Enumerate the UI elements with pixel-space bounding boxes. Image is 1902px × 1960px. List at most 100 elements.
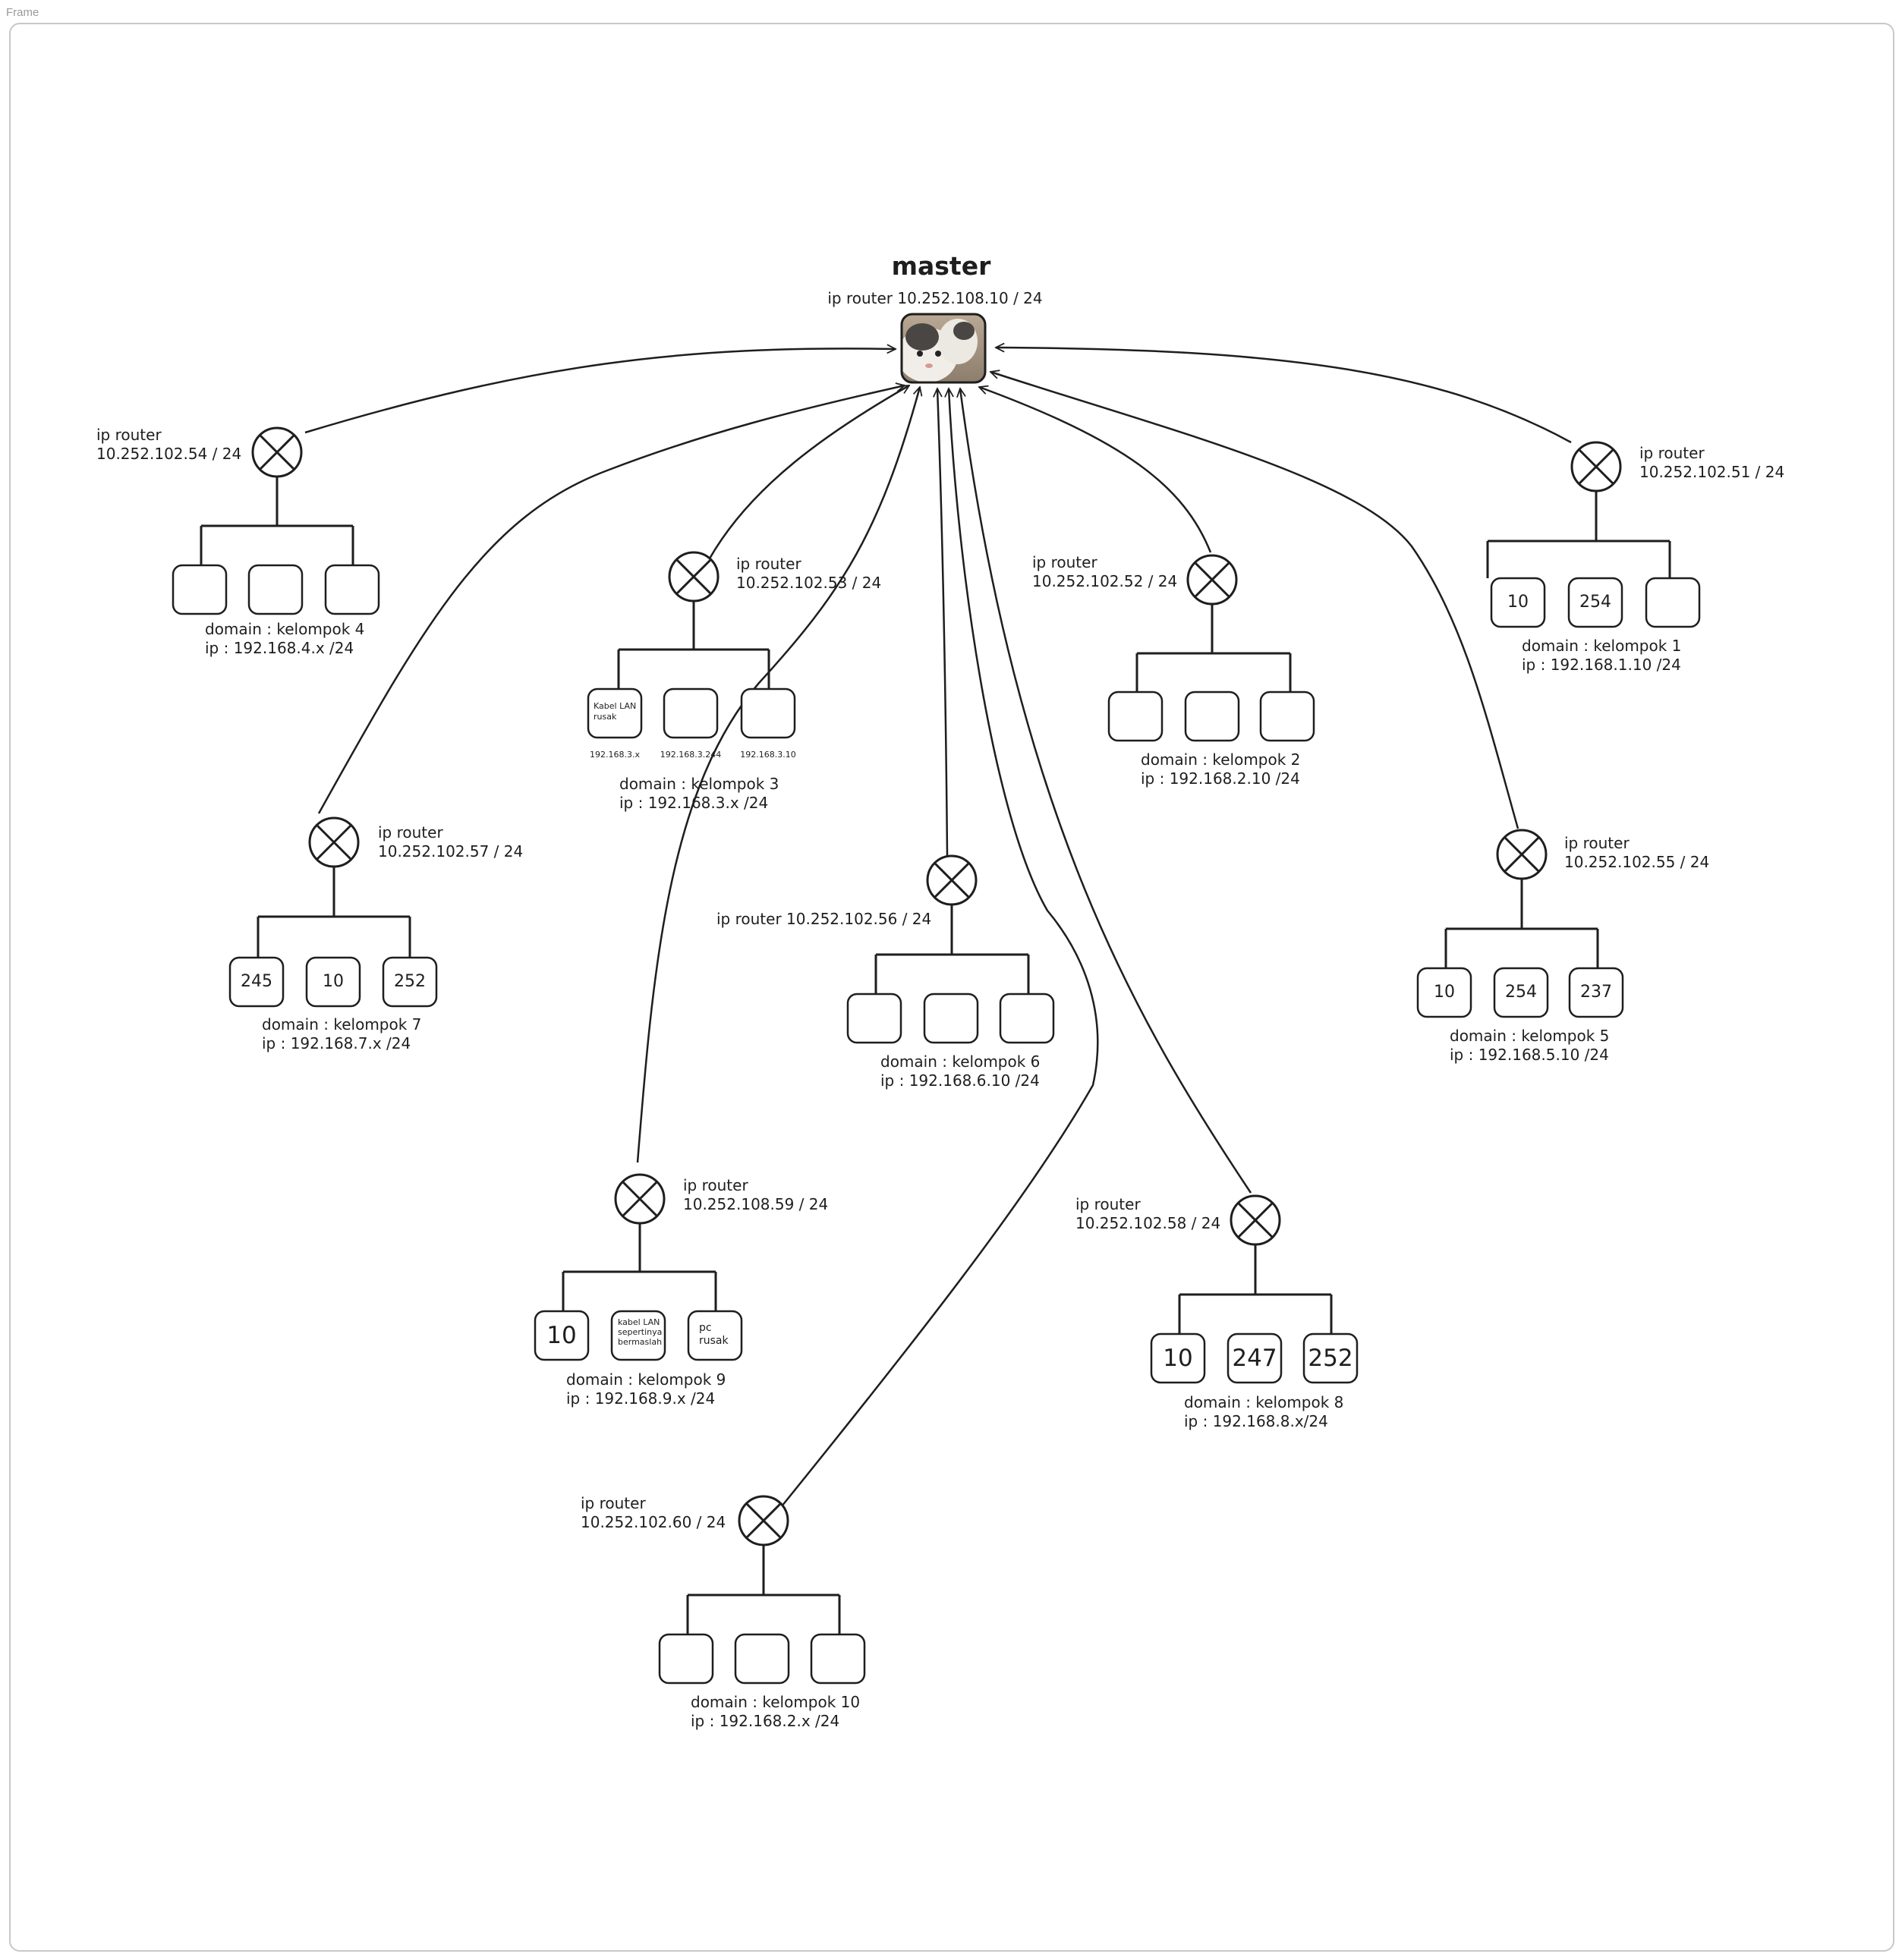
pc-icon bbox=[1302, 1332, 1359, 1384]
router-icon[interactable] bbox=[614, 1173, 666, 1225]
pc-label: 245 bbox=[241, 972, 272, 991]
router-icon[interactable] bbox=[738, 1495, 789, 1546]
pc-node[interactable]: 252 bbox=[1302, 1332, 1359, 1384]
pc-icon bbox=[610, 1310, 666, 1361]
router-label: ip router bbox=[378, 823, 443, 842]
pc-icon bbox=[247, 564, 304, 615]
pc-node[interactable] bbox=[846, 993, 902, 1044]
router-icon[interactable] bbox=[926, 854, 978, 906]
domain-label: domain : kelompok 10 bbox=[691, 1693, 860, 1711]
router-label: ip router bbox=[96, 426, 162, 444]
pc-node[interactable]: 247 bbox=[1227, 1332, 1283, 1384]
subnet-ip-label: ip : 192.168.6.10 /24 bbox=[880, 1071, 1040, 1090]
pc-node[interactable] bbox=[172, 564, 228, 615]
master-node[interactable]: master ip router 10.252.108.10 / 24 bbox=[827, 251, 1043, 384]
router-ip: 10.252.102.55 / 24 bbox=[1564, 853, 1709, 871]
domain-label: domain : kelompok 6 bbox=[880, 1052, 1040, 1071]
pc-node[interactable]: 10 bbox=[1490, 577, 1546, 628]
pc-node[interactable] bbox=[663, 687, 719, 739]
pc-label: 10 bbox=[1434, 983, 1455, 1002]
pc-node[interactable] bbox=[1107, 691, 1164, 742]
pc-note: rusak bbox=[699, 1335, 729, 1347]
pc-node[interactable]: 254 bbox=[1567, 577, 1623, 628]
router-icon[interactable] bbox=[1230, 1194, 1281, 1246]
pc-note: bermaslah bbox=[618, 1337, 662, 1347]
pc-label: 247 bbox=[1232, 1345, 1277, 1372]
pc-node[interactable] bbox=[587, 687, 643, 739]
pc-node[interactable] bbox=[734, 1633, 790, 1685]
pc-node[interactable] bbox=[1645, 577, 1701, 628]
router-ip: 10.252.102.54 / 24 bbox=[96, 445, 241, 463]
router-icon[interactable] bbox=[251, 426, 303, 478]
router-label: ip router bbox=[1639, 444, 1705, 462]
pc-label: 254 bbox=[1505, 983, 1537, 1002]
router-icon[interactable] bbox=[1186, 554, 1238, 606]
pc-icon bbox=[1184, 691, 1240, 742]
pc-icon bbox=[846, 993, 902, 1044]
pc-note: kabel LAN bbox=[618, 1317, 660, 1327]
pc-node[interactable] bbox=[247, 564, 304, 615]
domain-label: domain : kelompok 1 bbox=[1522, 637, 1681, 655]
subnet-kelompok-6: ip router 10.252.102.56 / 24 domain : kel… bbox=[716, 854, 1055, 1090]
router-ip: 10.252.102.52 / 24 bbox=[1032, 572, 1177, 590]
pc-label: 10 bbox=[1507, 593, 1529, 612]
pc-node[interactable] bbox=[1184, 691, 1240, 742]
pc-node[interactable] bbox=[687, 1310, 743, 1361]
router-icon[interactable] bbox=[308, 816, 360, 868]
pc-icon bbox=[228, 956, 285, 1008]
router-icon[interactable] bbox=[1496, 829, 1548, 880]
pc-node[interactable] bbox=[610, 1310, 666, 1361]
pc-node[interactable]: 245 bbox=[228, 956, 285, 1008]
pc-node[interactable] bbox=[324, 564, 380, 615]
router-ip: 10.252.108.59 / 24 bbox=[683, 1195, 828, 1213]
edges bbox=[304, 348, 1572, 1507]
pc-label: 252 bbox=[1308, 1345, 1352, 1372]
domain-label: domain : kelompok 4 bbox=[205, 620, 364, 638]
router-ip: 10.252.102.58 / 24 bbox=[1075, 1214, 1220, 1232]
pc-node[interactable] bbox=[658, 1633, 714, 1685]
pc-icon bbox=[1150, 1332, 1206, 1384]
pc-node[interactable]: 10 bbox=[1416, 967, 1472, 1018]
edge-g4-master bbox=[304, 348, 896, 434]
router-label: ip router bbox=[683, 1176, 748, 1194]
pc-label: 10 bbox=[323, 972, 344, 991]
pc-note: rusak bbox=[594, 712, 617, 722]
pc-node[interactable]: 10 bbox=[1150, 1332, 1206, 1384]
pc-node[interactable] bbox=[1259, 691, 1315, 742]
pc-icon bbox=[1568, 967, 1624, 1018]
router-icon[interactable] bbox=[1570, 441, 1622, 492]
domain-label: domain : kelompok 8 bbox=[1184, 1393, 1343, 1411]
pc-label: 254 bbox=[1579, 593, 1611, 612]
pc-node[interactable]: 237 bbox=[1568, 967, 1624, 1018]
pc-node[interactable]: 10 bbox=[305, 956, 361, 1008]
pc-icon bbox=[587, 687, 643, 739]
pc-icon bbox=[810, 1633, 866, 1685]
edge-g8-master bbox=[960, 389, 1252, 1194]
subnet-ip-label: ip : 192.168.4.x /24 bbox=[205, 639, 354, 657]
subnet-ip-label: ip : 192.168.9.x /24 bbox=[566, 1389, 715, 1408]
router-ip: 10.252.102.57 / 24 bbox=[378, 842, 523, 860]
pc-node[interactable] bbox=[810, 1633, 866, 1685]
pc-node[interactable]: 252 bbox=[382, 956, 438, 1008]
pc-node[interactable]: 254 bbox=[1493, 967, 1549, 1018]
master-ip-label: ip router 10.252.108.10 / 24 bbox=[827, 289, 1042, 307]
pc-ip: 192.168.3.x bbox=[590, 750, 640, 760]
subnet-ip-label: ip : 192.168.3.x /24 bbox=[619, 794, 768, 812]
edge-g10-master bbox=[781, 389, 1099, 1507]
router-icon[interactable] bbox=[668, 551, 720, 602]
router-label: ip router 10.252.102.56 / 24 bbox=[716, 910, 931, 928]
pc-node[interactable]: 10 bbox=[534, 1310, 590, 1361]
pc-icon bbox=[1107, 691, 1164, 742]
pc-icon bbox=[923, 993, 979, 1044]
pc-icon bbox=[663, 687, 719, 739]
pc-node[interactable] bbox=[923, 993, 979, 1044]
router-label: ip router bbox=[1032, 553, 1097, 571]
pc-icon bbox=[1490, 577, 1546, 628]
pc-icon bbox=[734, 1633, 790, 1685]
pc-node[interactable] bbox=[999, 993, 1055, 1044]
pc-node[interactable] bbox=[740, 687, 796, 739]
router-ip: 10.252.102.51 / 24 bbox=[1639, 463, 1784, 481]
